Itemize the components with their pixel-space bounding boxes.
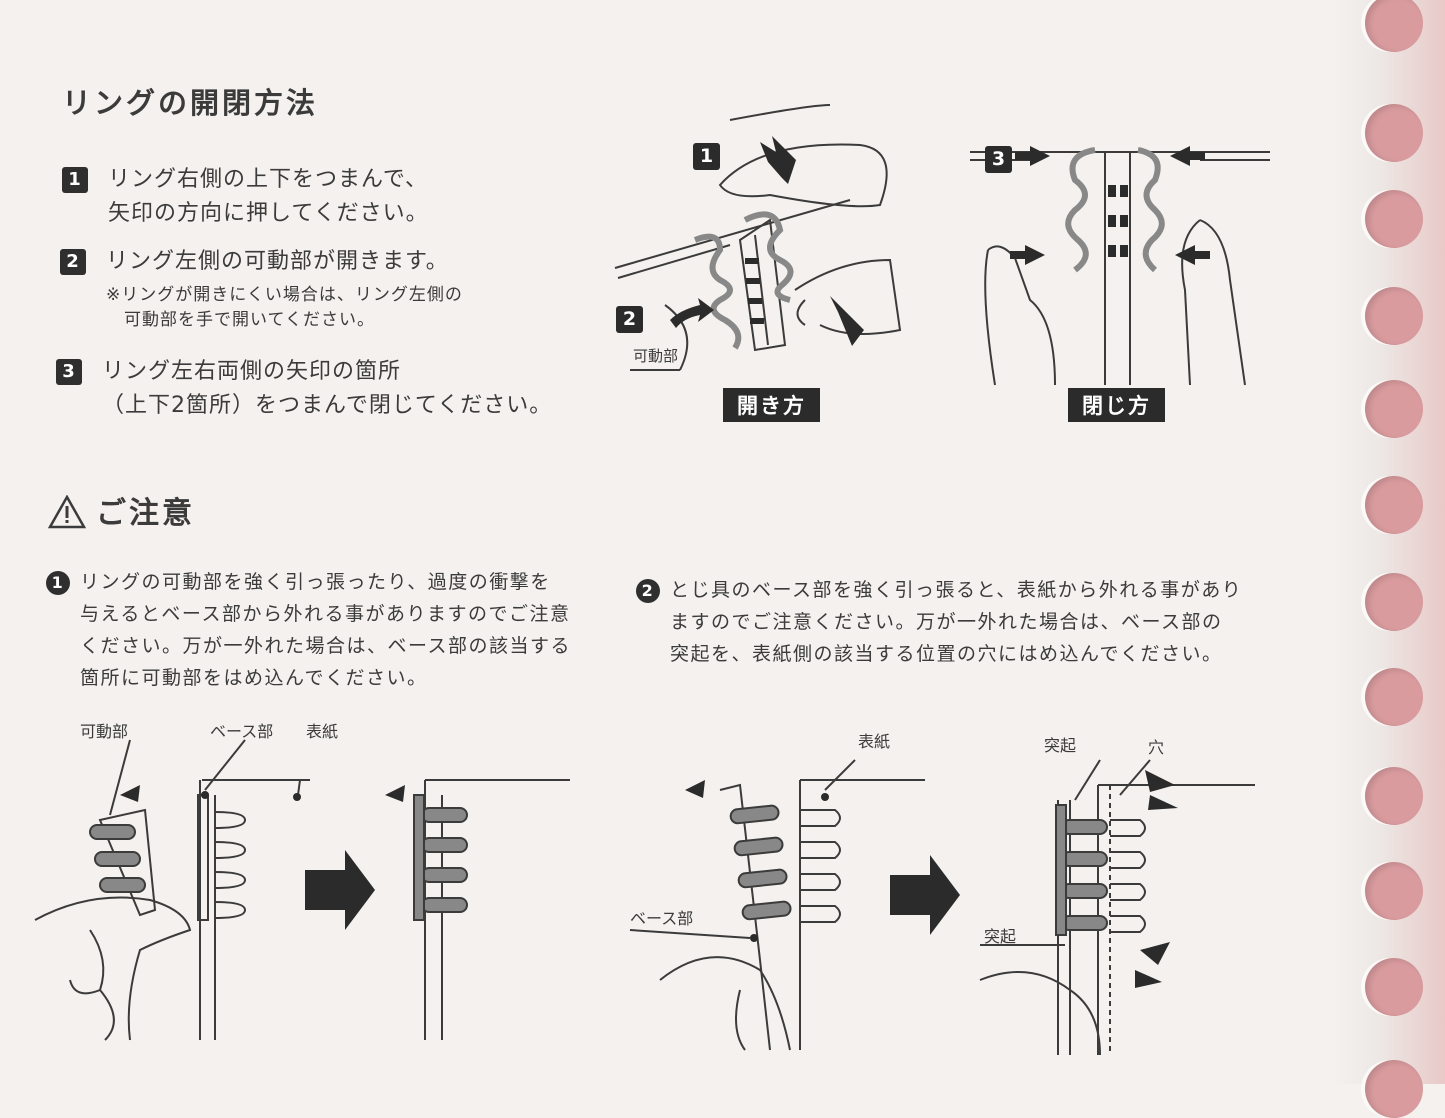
binding-hole	[1365, 573, 1423, 631]
label-protrusion-bottom: 突起	[984, 927, 1017, 946]
open-badge: 開き方	[723, 388, 820, 422]
caution-line: 箇所に可動部をはめ込んでください。	[80, 667, 428, 689]
caution-line: リングの可動部を強く引っ張ったり、過度の衝撃を	[80, 571, 551, 593]
open-step-2: 2	[616, 306, 643, 333]
binding-hole	[1365, 287, 1423, 345]
binding-hole	[1365, 1060, 1423, 1118]
binding-hole	[1365, 767, 1423, 825]
movable-label-open: 可動部	[633, 347, 679, 365]
label-cover: 表紙	[306, 722, 339, 741]
note-line: ※リングが開きにくい場合は、リング左側の	[106, 285, 463, 305]
close-step-3: 3	[985, 146, 1012, 173]
step-text: （上下2箇所）をつまんで閉じてください。	[102, 393, 553, 418]
label-base: ベース部	[210, 722, 274, 741]
open-step-1: 1	[693, 143, 720, 170]
caution-line: 突起を、表紙側の該当する位置の穴にはめ込んでください。	[670, 643, 1223, 665]
step-number: 2	[60, 249, 86, 275]
caution-line: ください。万が一外れた場合は、ベース部の該当する	[80, 635, 572, 657]
warning-icon	[47, 494, 87, 529]
caution-number: 1	[46, 571, 70, 595]
instruction-page: リングの開閉方法 1 リング右側の上下をつまんで、 矢印の方向に押してください。…	[34, 0, 1445, 1118]
open-ring-illustration	[614, 104, 902, 371]
step-number: 1	[62, 167, 88, 193]
page-title: リングの開閉方法	[62, 86, 319, 120]
binding-hole	[1365, 190, 1423, 248]
step-text: リング左右両側の矢印の箇所	[102, 359, 402, 384]
label-cover-2: 表紙	[858, 732, 891, 751]
binding-hole	[1365, 380, 1423, 438]
caution-heading: ご注意	[47, 488, 195, 532]
binding-hole	[1365, 862, 1423, 920]
step-3: 3 リング左右両側の矢印の箇所 （上下2箇所）をつまんで閉じてください。	[56, 355, 553, 423]
binding-hole	[1365, 668, 1423, 726]
binding-hole	[1365, 0, 1423, 52]
reattach-movable-illustration	[34, 739, 570, 1041]
binding-hole	[1365, 958, 1423, 1016]
caution-line: 与えるとベース部から外れる事がありますのでご注意	[80, 603, 571, 625]
label-base-2: ベース部	[630, 909, 694, 928]
caution-item-1: 1 リングの可動部を強く引っ張ったり、過度の衝撃を 与えるとベース部から外れる事…	[46, 566, 572, 694]
binding-hole	[1365, 104, 1423, 162]
label-movable: 可動部	[80, 722, 129, 741]
caution-line: ますのでご注意ください。万が一外れた場合は、ベース部の	[670, 611, 1223, 633]
close-ring-illustration	[970, 146, 1270, 386]
close-badge: 閉じ方	[1068, 388, 1165, 422]
reattach-base-illustration	[629, 759, 1255, 1056]
caution-line: とじ具のベース部を強く引っ張ると、表紙から外れる事があり	[670, 579, 1243, 601]
note-line: 可動部を手で開いてください。	[124, 310, 375, 330]
caution-title-text: ご注意	[96, 496, 195, 531]
step-2: 2 リング左側の可動部が開きます。 ※リングが開きにくい場合は、リング左側の 可…	[60, 245, 463, 333]
step-note: ※リングが開きにくい場合は、リング左側の 可動部を手で開いてください。	[106, 283, 463, 333]
step-text: リング右側の上下をつまんで、	[108, 167, 429, 192]
step-text: リング左側の可動部が開きます。	[106, 249, 449, 274]
label-protrusion-top: 突起	[1044, 736, 1077, 755]
step-1: 1 リング右側の上下をつまんで、 矢印の方向に押してください。	[62, 163, 429, 231]
binding-strip	[1335, 0, 1445, 1118]
label-hole: 穴	[1148, 738, 1165, 757]
caution-item-2: 2 とじ具のベース部を強く引っ張ると、表紙から外れる事があり ますのでご注意くだ…	[636, 574, 1243, 670]
binding-hole	[1365, 476, 1423, 534]
step-text: 矢印の方向に押してください。	[108, 201, 429, 226]
caution-number: 2	[636, 579, 660, 603]
step-number: 3	[56, 359, 82, 385]
